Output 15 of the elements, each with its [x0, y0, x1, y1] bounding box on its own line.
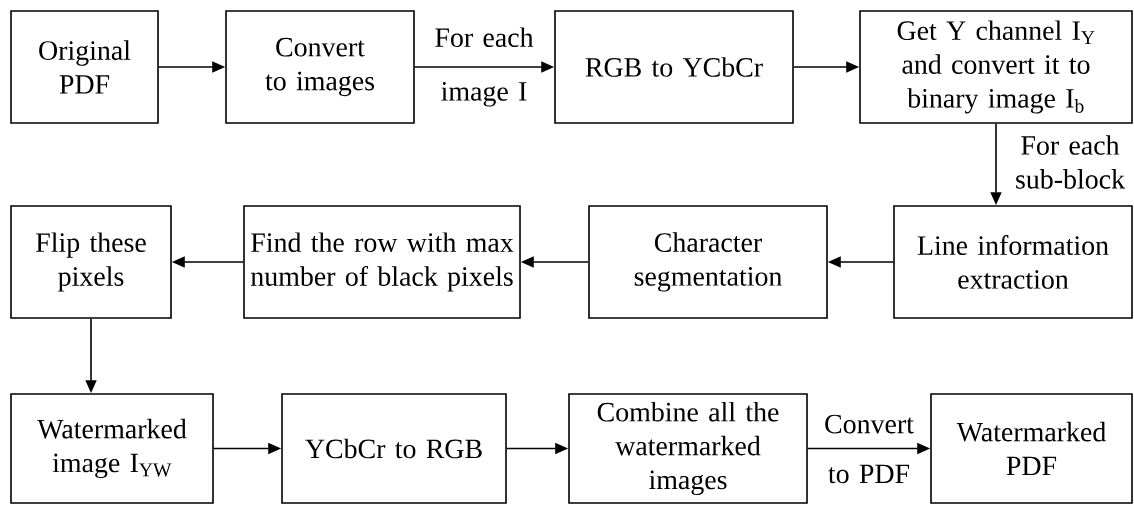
process-box: Watermarked image I$_{YW}$: [10, 393, 214, 504]
process-box: RGB to YCbCr: [554, 10, 794, 124]
edge-label: Convert to PDF: [825, 414, 914, 484]
process-box: Watermarked PDF: [930, 393, 1133, 504]
process-box: Combine all the watermarked images: [568, 393, 808, 504]
process-box: Convert to images: [225, 10, 415, 124]
edge-label: For each image I: [435, 27, 534, 107]
process-box: Flip these pixels: [10, 205, 172, 319]
process-box: Original PDF: [10, 10, 159, 124]
edge-label: For each sub-block: [1016, 135, 1125, 189]
process-box: Character segmentation: [588, 205, 828, 319]
process-box: Get Y channel I$_{Y}$ and convert it to binary image I$_{b}$: [859, 10, 1133, 124]
process-box: Line information extraction: [893, 205, 1133, 319]
process-box: YCbCr to RGB: [281, 393, 507, 504]
process-box: Find the row with max number of black pixels: [243, 205, 521, 319]
